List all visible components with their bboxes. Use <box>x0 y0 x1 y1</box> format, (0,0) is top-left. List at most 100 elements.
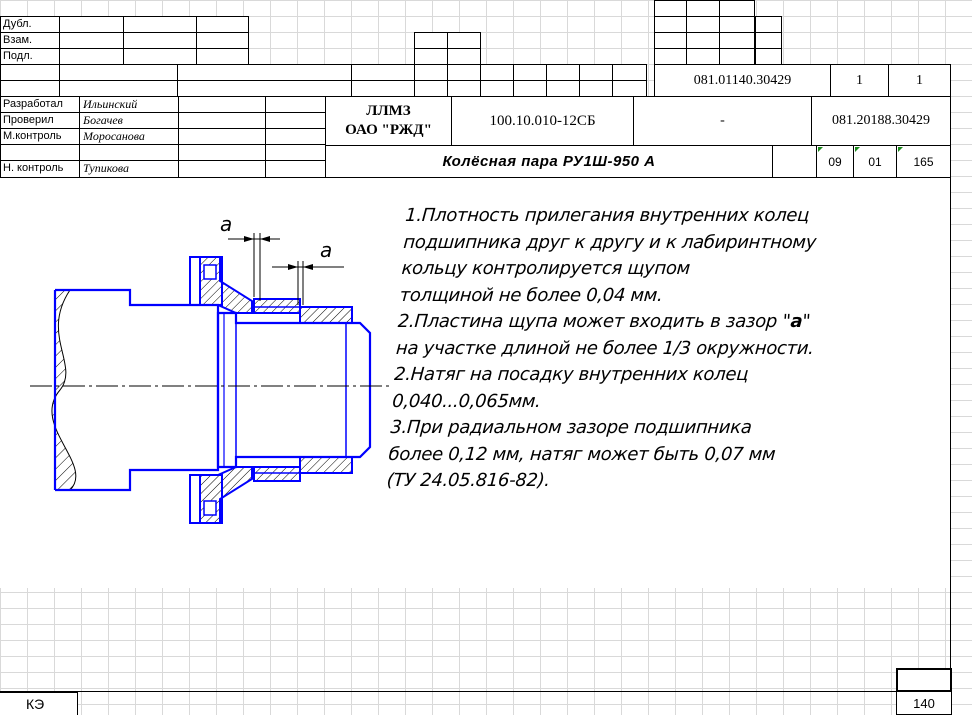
labyrinth-slot-top <box>203 264 217 280</box>
signature-name-3: Тупикова <box>79 160 179 178</box>
header-cell <box>0 64 60 81</box>
header-cell <box>177 80 352 97</box>
header-cell <box>546 64 580 81</box>
header-cell <box>686 0 720 17</box>
note-line: 2.Натяг на посадку внутренних колец <box>393 364 749 385</box>
note-line: подшипника друг к другу и к лабиринтному <box>402 231 817 253</box>
side-cell <box>196 16 249 33</box>
note-quote-close: " <box>801 311 812 332</box>
header-cell <box>686 48 720 65</box>
dim-arrow-2a <box>288 264 298 270</box>
header-cell <box>654 48 687 65</box>
header-cell <box>654 16 687 33</box>
footer-line <box>0 691 951 692</box>
title-code-2-text: 01 <box>868 154 882 169</box>
cell-marker <box>818 147 823 152</box>
note-line: кольцу контролируется щупом <box>400 258 691 279</box>
header-cell <box>686 16 720 33</box>
header-cell <box>579 64 613 81</box>
header-cell <box>719 0 755 17</box>
signature-role-1: Проверил <box>0 112 80 129</box>
dim-arrow-1a <box>244 236 254 242</box>
title-code-1-text: 09 <box>828 154 842 169</box>
header-cell <box>719 32 755 49</box>
note-line: (ТУ 24.05.816-82). <box>386 470 551 491</box>
title-code-2: 01 <box>853 145 897 178</box>
header-cell <box>0 80 60 97</box>
note-line-with-gap: 2.Пластина щупа может входить в зазор "а… <box>397 309 869 336</box>
drawing-panel <box>0 178 950 588</box>
header-cell <box>351 80 415 97</box>
header-cell <box>447 48 481 65</box>
side-cell <box>59 16 124 33</box>
header-cell <box>546 80 580 97</box>
doc-ref-mid: 081.20188.30429 <box>811 96 951 146</box>
side-cell <box>196 32 249 49</box>
header-cell <box>351 64 415 81</box>
title-code-1: 09 <box>816 145 854 178</box>
header-cell <box>480 80 514 97</box>
org-line-1: ЛЛМЗ <box>366 103 411 119</box>
side-cell <box>196 48 249 65</box>
axle-break-line <box>51 289 77 491</box>
dim-arrow-1b <box>260 236 270 242</box>
side-cell <box>123 16 197 33</box>
header-cell <box>447 32 481 49</box>
header-cell <box>755 32 782 49</box>
note-line: более 0,12 мм, натяг может быть 0,07 мм <box>387 443 777 465</box>
note-line: 3.При радиальном зазоре подшипника <box>389 417 753 438</box>
doc-dash: - <box>633 96 812 146</box>
doc-ref-top: 081.01140.30429 <box>654 64 831 97</box>
signature-name-1: Богачев <box>79 112 179 129</box>
header-cell <box>513 64 547 81</box>
header-cell <box>719 16 755 33</box>
sheet-right-border <box>950 96 951 692</box>
signature-role-0: Разработал <box>0 96 80 113</box>
sheet-cell-a: 1 <box>830 64 889 97</box>
organization-block: ЛЛМЗ ОАО "РЖД" <box>325 96 452 146</box>
header-cell <box>447 80 481 97</box>
axle-outline <box>55 288 220 492</box>
cell-marker <box>855 147 860 152</box>
side-cell <box>123 48 197 65</box>
header-cell <box>686 32 720 49</box>
signature-date-1 <box>265 112 326 129</box>
org-line-2: ОАО "РЖД" <box>345 122 432 138</box>
doc-code: 100.10.010-12СБ <box>451 96 634 146</box>
title-code-blank <box>772 145 817 178</box>
signature-name-2: Морoсанова <box>79 128 179 145</box>
header-cell <box>414 80 448 97</box>
side-row-dubl: Дубл. <box>0 16 60 33</box>
footer-left-label: КЭ <box>0 692 78 715</box>
axle-section-hatch <box>51 290 76 490</box>
flange-bottom <box>189 474 223 524</box>
signature-blank-row <box>265 144 326 161</box>
title-code-3-text: 165 <box>913 154 934 169</box>
signature-sign-0 <box>178 96 266 113</box>
header-cell <box>480 64 514 81</box>
dim-arrow-2b <box>303 264 313 270</box>
header-cell <box>447 64 481 81</box>
header-cell <box>414 48 448 65</box>
signature-blank-row <box>178 144 266 161</box>
header-cell <box>579 80 613 97</box>
sheet-cell-b: 1 <box>888 64 951 97</box>
signature-sign-1 <box>178 112 266 129</box>
footer-page-box-top <box>896 668 952 692</box>
signature-date-2 <box>265 128 326 145</box>
technical-notes: 1.Плотность прилегания внутренних колец … <box>386 203 876 495</box>
signature-role-3: Н. контроль <box>0 160 80 178</box>
signature-name-0: Ильинский <box>79 96 179 113</box>
note-line: толщиной не более 0,04 мм. <box>399 284 664 306</box>
note-line: 0,040...0,065мм. <box>391 390 542 412</box>
cell-marker <box>898 147 903 152</box>
drawing-title: Колёсная пара РУ1Ш-950 А <box>325 145 773 178</box>
side-cell <box>59 32 124 49</box>
header-cell <box>654 32 687 49</box>
title-code-3: 165 <box>896 145 951 178</box>
header-cell <box>612 64 647 81</box>
header-cell <box>414 32 448 49</box>
signature-blank-row <box>0 144 80 161</box>
inner-ring-bottom-1 <box>253 466 301 482</box>
